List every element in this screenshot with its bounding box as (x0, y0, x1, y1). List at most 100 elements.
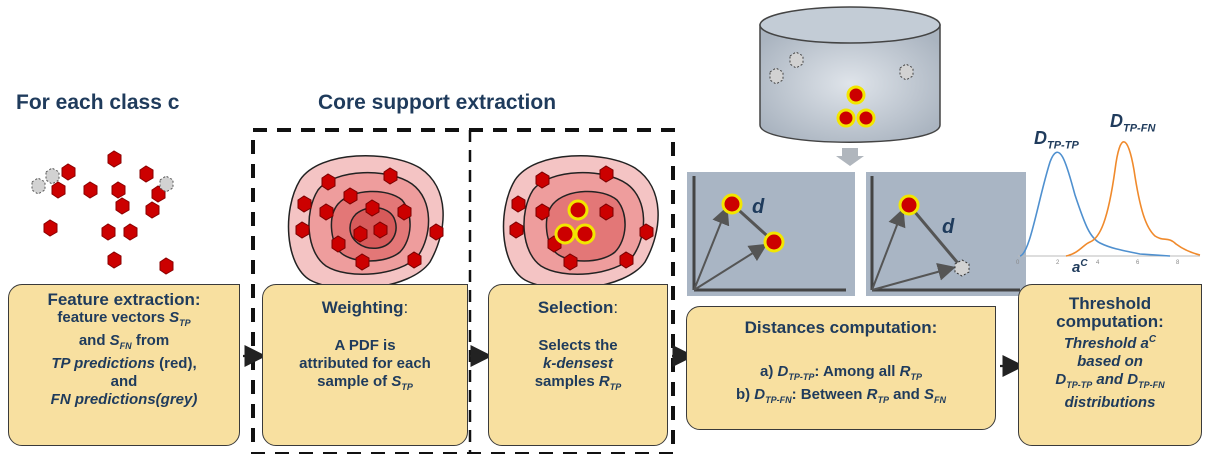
red-point (343, 187, 358, 205)
feature-line-1: feature vectors STP (57, 309, 191, 328)
distances-line-b: b) DTP-FN: Between RTP and SFN (735, 386, 947, 405)
curve-tp-tp (1019, 151, 1171, 257)
class-point-cloud (31, 150, 174, 275)
dtptp-subscript: TP-TP (1047, 139, 1079, 152)
red-point (107, 251, 122, 269)
red-point (297, 195, 312, 213)
grey-point (954, 259, 970, 277)
grey-point (899, 63, 914, 81)
distances-line-a: a) DTP-TP: Among all RTP (760, 363, 922, 382)
tick-label: 2 (1056, 260, 1060, 266)
red-point (61, 163, 76, 181)
grey-point (769, 67, 784, 85)
curve-tp-fn (1065, 141, 1201, 257)
core-support-header: Core support extraction (318, 91, 557, 114)
tick-label: 8 (1176, 260, 1180, 266)
weighting-title: Weighting: (321, 298, 409, 317)
red-point (397, 203, 412, 221)
red-point (145, 201, 160, 219)
red-point (619, 251, 634, 269)
red-point (43, 219, 58, 237)
red-point (107, 150, 122, 168)
feature-extraction-box: Feature extraction: feature vectors STP … (8, 284, 240, 446)
red-point (563, 253, 578, 271)
red-point (373, 221, 388, 239)
selected-point (554, 223, 576, 245)
weighting-line-2: attributed for each (299, 355, 431, 372)
weighting-density-blob (287, 154, 444, 290)
dtpfn-label: DTP-FN (1110, 111, 1155, 135)
red-point (429, 223, 444, 241)
selected-point (567, 199, 589, 221)
dtptp-label: DTP-TP (1034, 128, 1079, 152)
red-point (115, 197, 130, 215)
selection-box: Selection: Selects the k-densest samples… (488, 284, 668, 446)
threshold-superscript: C (1080, 258, 1088, 269)
red-point (111, 181, 126, 199)
dtptp-symbol: D (1034, 128, 1047, 148)
red-point (101, 223, 116, 241)
red-point (353, 225, 368, 243)
down-arrow-icon (836, 148, 864, 166)
feature-line-5: FN predictions(grey) (50, 391, 198, 408)
selected-point (574, 223, 596, 245)
selected-point (898, 194, 920, 216)
distance-panel-tp-fn (866, 172, 1026, 296)
tick-label: 0 (1016, 260, 1020, 266)
red-point (511, 195, 526, 213)
threshold-line-2: based on (1077, 353, 1143, 370)
grey-point (159, 175, 174, 193)
selected-point (856, 108, 876, 128)
selected-point (763, 231, 785, 253)
red-point (599, 165, 614, 183)
threshold-line-3: DTP-TP and DTP-FN (1055, 371, 1165, 390)
red-point (151, 185, 166, 203)
threshold-line-4: distributions (1064, 394, 1156, 411)
weighting-line-1: A PDF is (334, 337, 396, 354)
red-point (535, 203, 550, 221)
threshold-symbol: a (1072, 259, 1081, 276)
red-point (535, 171, 550, 189)
selection-line-3: samples RTP (534, 373, 622, 392)
threshold-box: Threshold computation: Threshold aC base… (1018, 284, 1202, 446)
red-point (83, 181, 98, 199)
red-point (51, 181, 66, 199)
distances-box: Distances computation: a) DTP-TP: Among … (686, 306, 996, 430)
red-point (355, 253, 370, 271)
feature-line-4: and (110, 373, 138, 390)
threshold-line-1: Threshold aC (1063, 334, 1157, 352)
distance-panel-tp-tp (687, 172, 855, 296)
red-point (407, 251, 422, 269)
dtpfn-symbol: D (1110, 111, 1123, 131)
grey-point (31, 177, 46, 195)
feature-line-2: and SFN from (78, 332, 170, 351)
feature-line-3: TP predictions (red), (51, 355, 197, 372)
dtpfn-subscript: TP-FN (1123, 122, 1156, 135)
red-point (639, 223, 654, 241)
red-point (139, 165, 154, 183)
red-point (159, 257, 174, 275)
red-point (123, 223, 138, 241)
sample-database-cylinder (759, 6, 941, 143)
weighting-line-3: sample of STP (317, 373, 413, 392)
selection-line-1: Selects the (538, 337, 618, 354)
red-point (319, 203, 334, 221)
red-point (331, 235, 346, 253)
distance-label-d2: d (942, 216, 955, 238)
grey-point (789, 51, 804, 69)
selection-line-2: k-densest (542, 355, 614, 372)
red-point (599, 203, 614, 221)
threshold-title-1: Threshold (1068, 294, 1152, 313)
selection-density-blob (502, 154, 659, 290)
red-point (295, 221, 310, 239)
tick-label: 6 (1136, 260, 1140, 266)
feature-extraction-title: Feature extraction: (47, 290, 201, 309)
tick-label: 4 (1096, 260, 1100, 266)
red-point (321, 173, 336, 191)
red-point (509, 221, 524, 239)
class-header: For each class c (16, 91, 180, 114)
red-point (365, 199, 380, 217)
threshold-title-2: computation: (1056, 312, 1164, 331)
grey-point (45, 167, 60, 185)
